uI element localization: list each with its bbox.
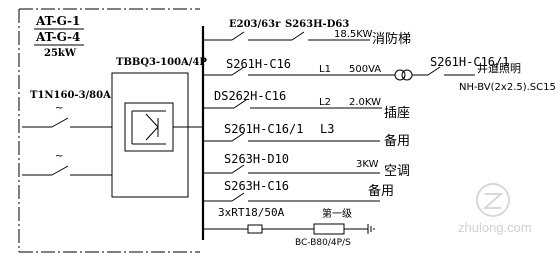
circuit-row: DS262H-C16 L2 2.0KW 插座 bbox=[203, 89, 410, 121]
circuit-breaker-label: 3xRT18/50A bbox=[218, 206, 285, 219]
watermark-text: zhulong.com bbox=[458, 220, 532, 235]
watermark-logo-icon bbox=[476, 183, 510, 217]
fuse-symbol bbox=[247, 224, 263, 234]
panel-outline bbox=[18, 8, 200, 253]
panel-code-2: AT-G-4 bbox=[35, 30, 80, 44]
circuit-phase: L2 bbox=[319, 97, 331, 108]
surge-protector-symbol bbox=[313, 223, 345, 235]
circuit-load: 插座 bbox=[384, 106, 410, 121]
circuit-load: 第一级 bbox=[322, 207, 352, 220]
circuit-phase: L3 bbox=[320, 122, 334, 136]
circuit-load: 空调 bbox=[384, 164, 410, 179]
circuit-breaker-label: S263H-D10 bbox=[224, 152, 289, 166]
incoming-breaker-label: T1N160-3/80A bbox=[30, 90, 111, 101]
circuit-load: 备用 bbox=[384, 133, 410, 149]
circuit-row: S261H-C16 L1 500VA S261H-C16/1 井道照明 NH-B… bbox=[203, 55, 556, 93]
svg-text:~: ~ bbox=[55, 151, 63, 162]
watermark: zhulong.com bbox=[458, 183, 532, 235]
circuit-rating: 3KW bbox=[356, 159, 379, 170]
circuit-row: E203/63r S263H-D63 18.5KW 消防梯 bbox=[203, 19, 411, 47]
circuit-load: 备用 bbox=[368, 183, 394, 199]
panel-power: 25kW bbox=[44, 48, 77, 59]
panel-code-1: AT-G-1 bbox=[35, 14, 80, 28]
circuit-note: BC-B80/4P/S bbox=[295, 238, 351, 248]
shaft-lighting-load: 井道照明 bbox=[477, 61, 521, 75]
transfer-switch-label: TBBQ3-100A/4P bbox=[116, 57, 207, 68]
circuit-phase: L1 bbox=[319, 64, 331, 75]
circuit-row: 3xRT18/50A 第一级 BC-B80/4P/S bbox=[203, 206, 375, 248]
panel-title-block: AT-G-1 AT-G-4 25kW bbox=[34, 14, 84, 59]
circuit-breaker-label: DS262H-C16 bbox=[214, 89, 286, 103]
circuit-row: S263H-C16 备用 bbox=[203, 179, 394, 202]
circuit-breaker-label: S261H-C16 bbox=[226, 57, 291, 71]
circuit-rating: 500VA bbox=[349, 64, 381, 75]
svg-text:~: ~ bbox=[55, 103, 63, 114]
circuit-breaker-label: S261H-C16/1 bbox=[224, 122, 303, 136]
circuit-row: S261H-C16/1 L3 备用 bbox=[203, 122, 410, 149]
incoming-section: T1N160-3/80A TBBQ3-100A/4P ~ ~ bbox=[22, 57, 207, 176]
circuit-rating: 18.5KW bbox=[334, 29, 372, 40]
circuit-breaker-label: S263H-C16 bbox=[224, 179, 289, 193]
shaft-lighting-breaker: S261H-C16/1 bbox=[430, 55, 509, 69]
transfer-switch-box bbox=[111, 72, 203, 198]
circuit-breaker-label: E203/63r bbox=[229, 19, 281, 30]
circuit-rating: 2.0KW bbox=[349, 97, 381, 108]
circuit-load: 消防梯 bbox=[372, 31, 411, 47]
shaft-lighting-cable: NH-BV(2x2.5).SC15 bbox=[459, 82, 556, 93]
circuit-row: S263H-D10 3KW 空调 bbox=[203, 152, 410, 179]
circuit-breaker-2-label: S263H-D63 bbox=[285, 19, 349, 30]
